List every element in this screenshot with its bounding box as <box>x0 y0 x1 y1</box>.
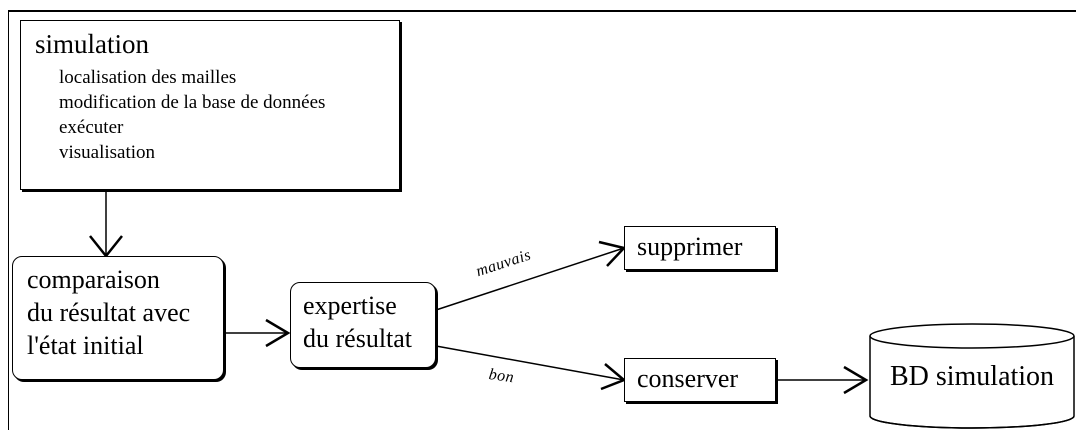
frame-left-border <box>8 10 9 430</box>
comparison-text: comparaison du résultat avec l'état init… <box>27 263 190 362</box>
expertise-line: expertise <box>303 291 397 320</box>
comparison-line: l'état initial <box>27 331 144 360</box>
arrowhead-comparison-to-expertise <box>265 318 291 348</box>
database-cylinder <box>869 323 1075 429</box>
delete-box: supprimer <box>624 226 776 270</box>
database-label: BD simulation <box>889 361 1055 392</box>
simulation-step-item: exécuter <box>59 117 124 138</box>
simulation-box: simulation localisation des mailles modi… <box>20 20 400 190</box>
comparison-box: comparaison du résultat avec l'état init… <box>12 256 224 380</box>
arrowhead-expertise-to-delete <box>598 240 627 267</box>
comparison-line: du résultat avec <box>27 298 191 327</box>
expertise-box: expertise du résultat <box>290 282 436 368</box>
simulation-title: simulation <box>35 29 149 59</box>
delete-label: supprimer <box>637 232 743 261</box>
simulation-steps-list: localisation des mailles modification de… <box>59 65 325 165</box>
simulation-step-item: localisation des mailles <box>59 67 237 88</box>
edge-expertise-to-delete <box>435 247 625 311</box>
edge-expertise-to-keep <box>435 345 625 381</box>
comparison-line: comparaison <box>27 265 160 294</box>
arrowhead-keep-to-database <box>843 365 869 395</box>
frame-top-border <box>8 10 1076 12</box>
simulation-step-item: modification de la base de données <box>59 92 326 113</box>
expertise-line: du résultat <box>303 324 413 353</box>
keep-box: conserver <box>624 358 776 402</box>
simulation-step-item: visualisation <box>59 142 156 163</box>
edge-label-good: bon <box>487 366 516 387</box>
keep-label: conserver <box>637 364 739 393</box>
expertise-text: expertise du résultat <box>303 289 412 355</box>
